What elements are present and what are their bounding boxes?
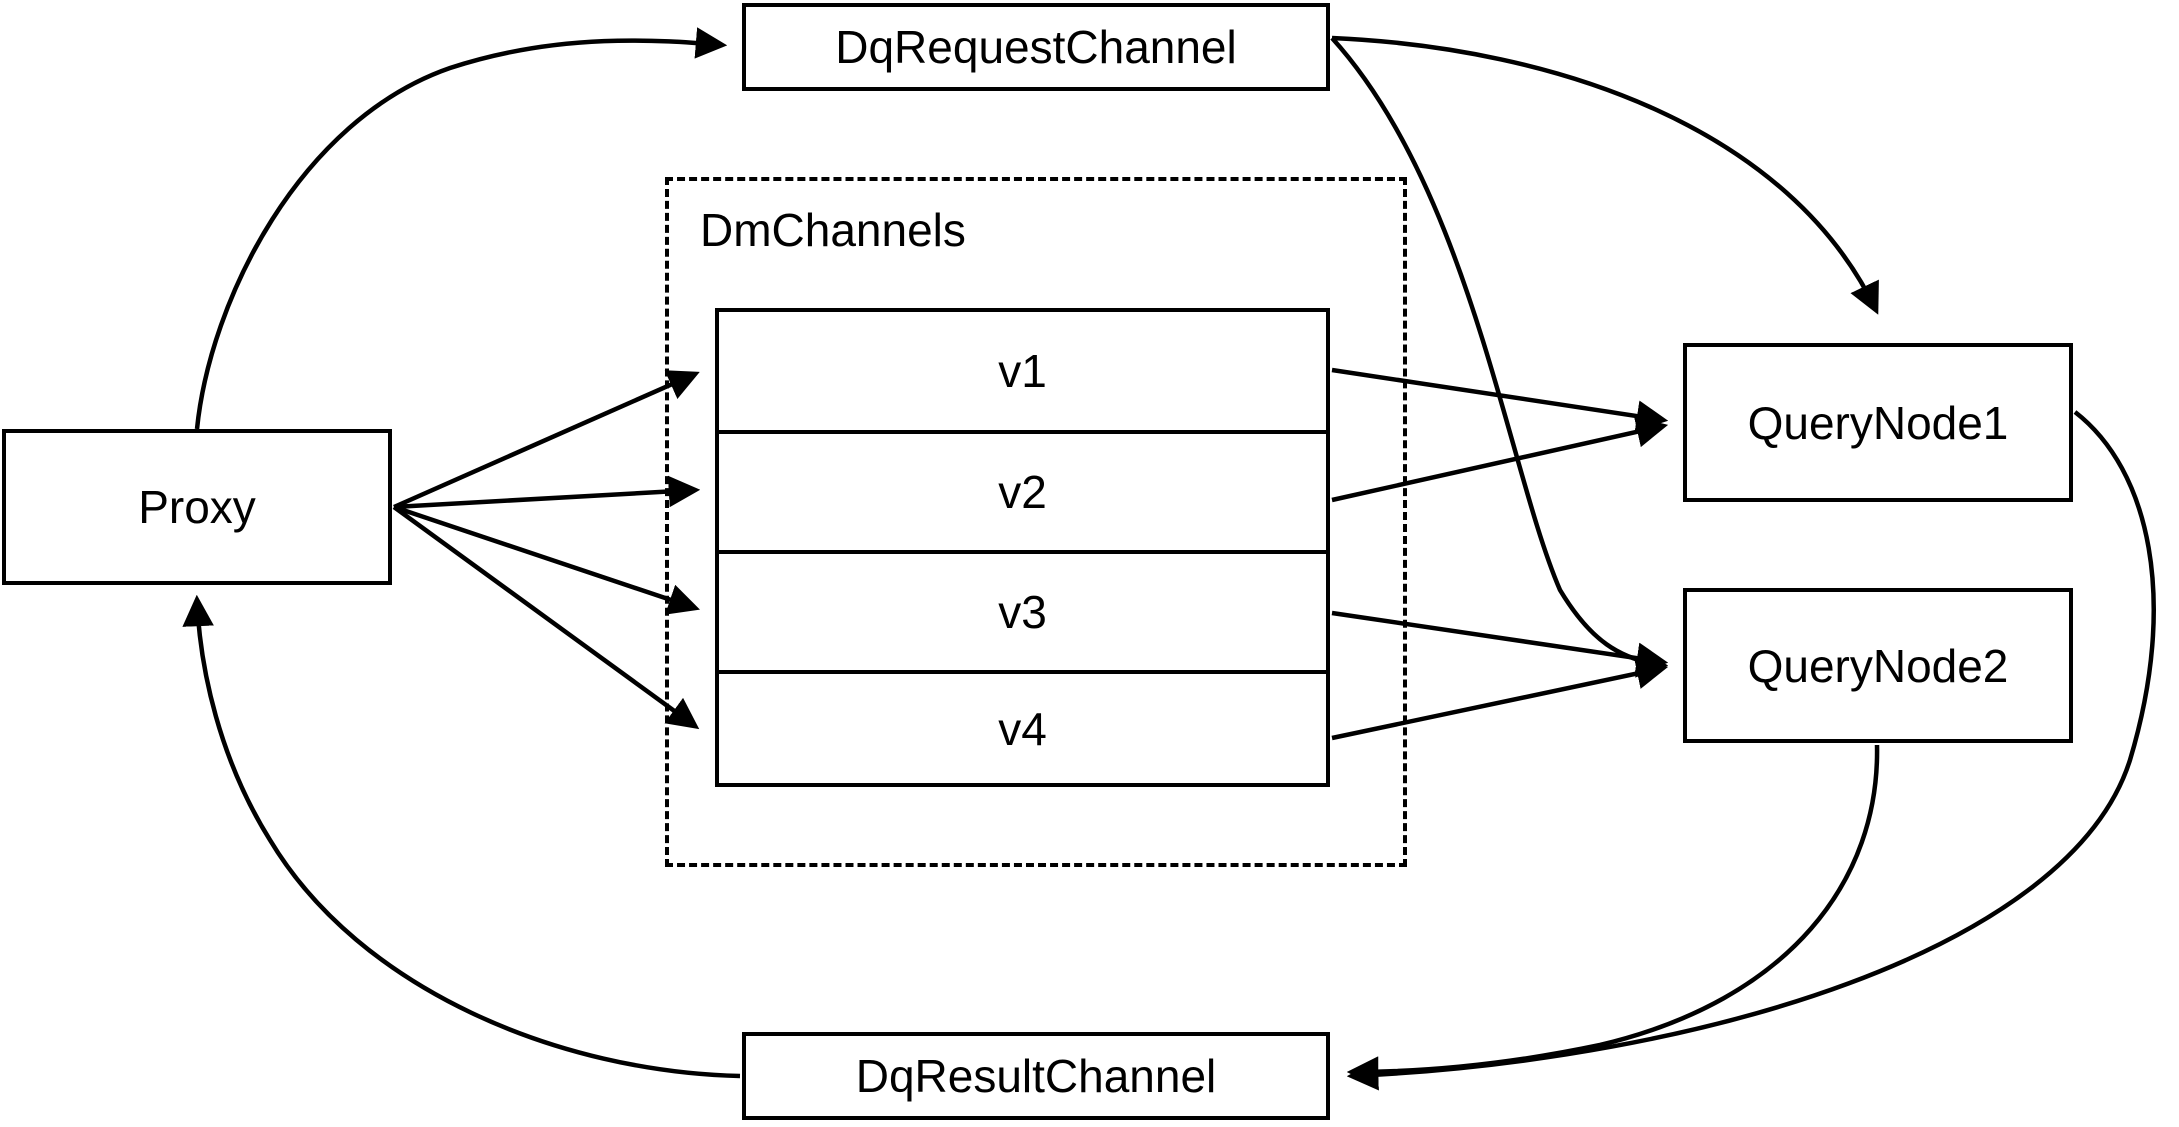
- edge-query-node-1-to-dq-result-channel: [1346, 410, 2156, 1091]
- edge-dq-request-channel-to-query-node-1: [1331, 35, 1879, 315]
- edge-proxy-to-v4: [392, 505, 700, 730]
- edge-query-node-2-to-dq-result-channel: [1346, 744, 1880, 1088]
- channel-row-v1-label: v1: [998, 345, 1047, 397]
- node-query-node-2-label: QueryNode2: [1747, 639, 2009, 692]
- channel-row-v2[interactable]: v2: [719, 434, 1326, 554]
- channel-row-v3-label: v3: [998, 586, 1047, 638]
- group-dm-channels-label: DmChannels: [700, 204, 966, 256]
- edge-proxy-to-dq-request-channel: [194, 27, 728, 430]
- edge-proxy-to-v2: [393, 475, 701, 510]
- node-query-node-2[interactable]: QueryNode2: [1683, 588, 2073, 743]
- node-dq-result-channel[interactable]: DqResultChannel: [742, 1032, 1330, 1120]
- node-query-node-1[interactable]: QueryNode1: [1683, 343, 2073, 502]
- channel-row-v2-label: v2: [998, 466, 1047, 518]
- node-dq-result-channel-label: DqResultChannel: [855, 1050, 1217, 1102]
- channel-row-v4-label: v4: [998, 702, 1047, 755]
- node-proxy-label: Proxy: [138, 481, 256, 533]
- node-query-node-1-label: QueryNode1: [1747, 396, 2009, 449]
- channel-row-v4[interactable]: v4: [719, 674, 1326, 783]
- edge-dq-result-channel-to-proxy: [182, 594, 741, 1079]
- node-dq-request-channel[interactable]: DqRequestChannel: [742, 3, 1330, 91]
- node-proxy[interactable]: Proxy: [2, 429, 392, 585]
- node-dq-request-channel-label: DqRequestChannel: [835, 21, 1237, 73]
- channel-row-v1[interactable]: v1: [719, 312, 1326, 434]
- edge-proxy-to-v1: [393, 370, 700, 510]
- edge-proxy-to-v3: [393, 504, 700, 615]
- channel-stack: v1 v2 v3 v4: [715, 308, 1330, 787]
- channel-row-v3[interactable]: v3: [719, 554, 1326, 674]
